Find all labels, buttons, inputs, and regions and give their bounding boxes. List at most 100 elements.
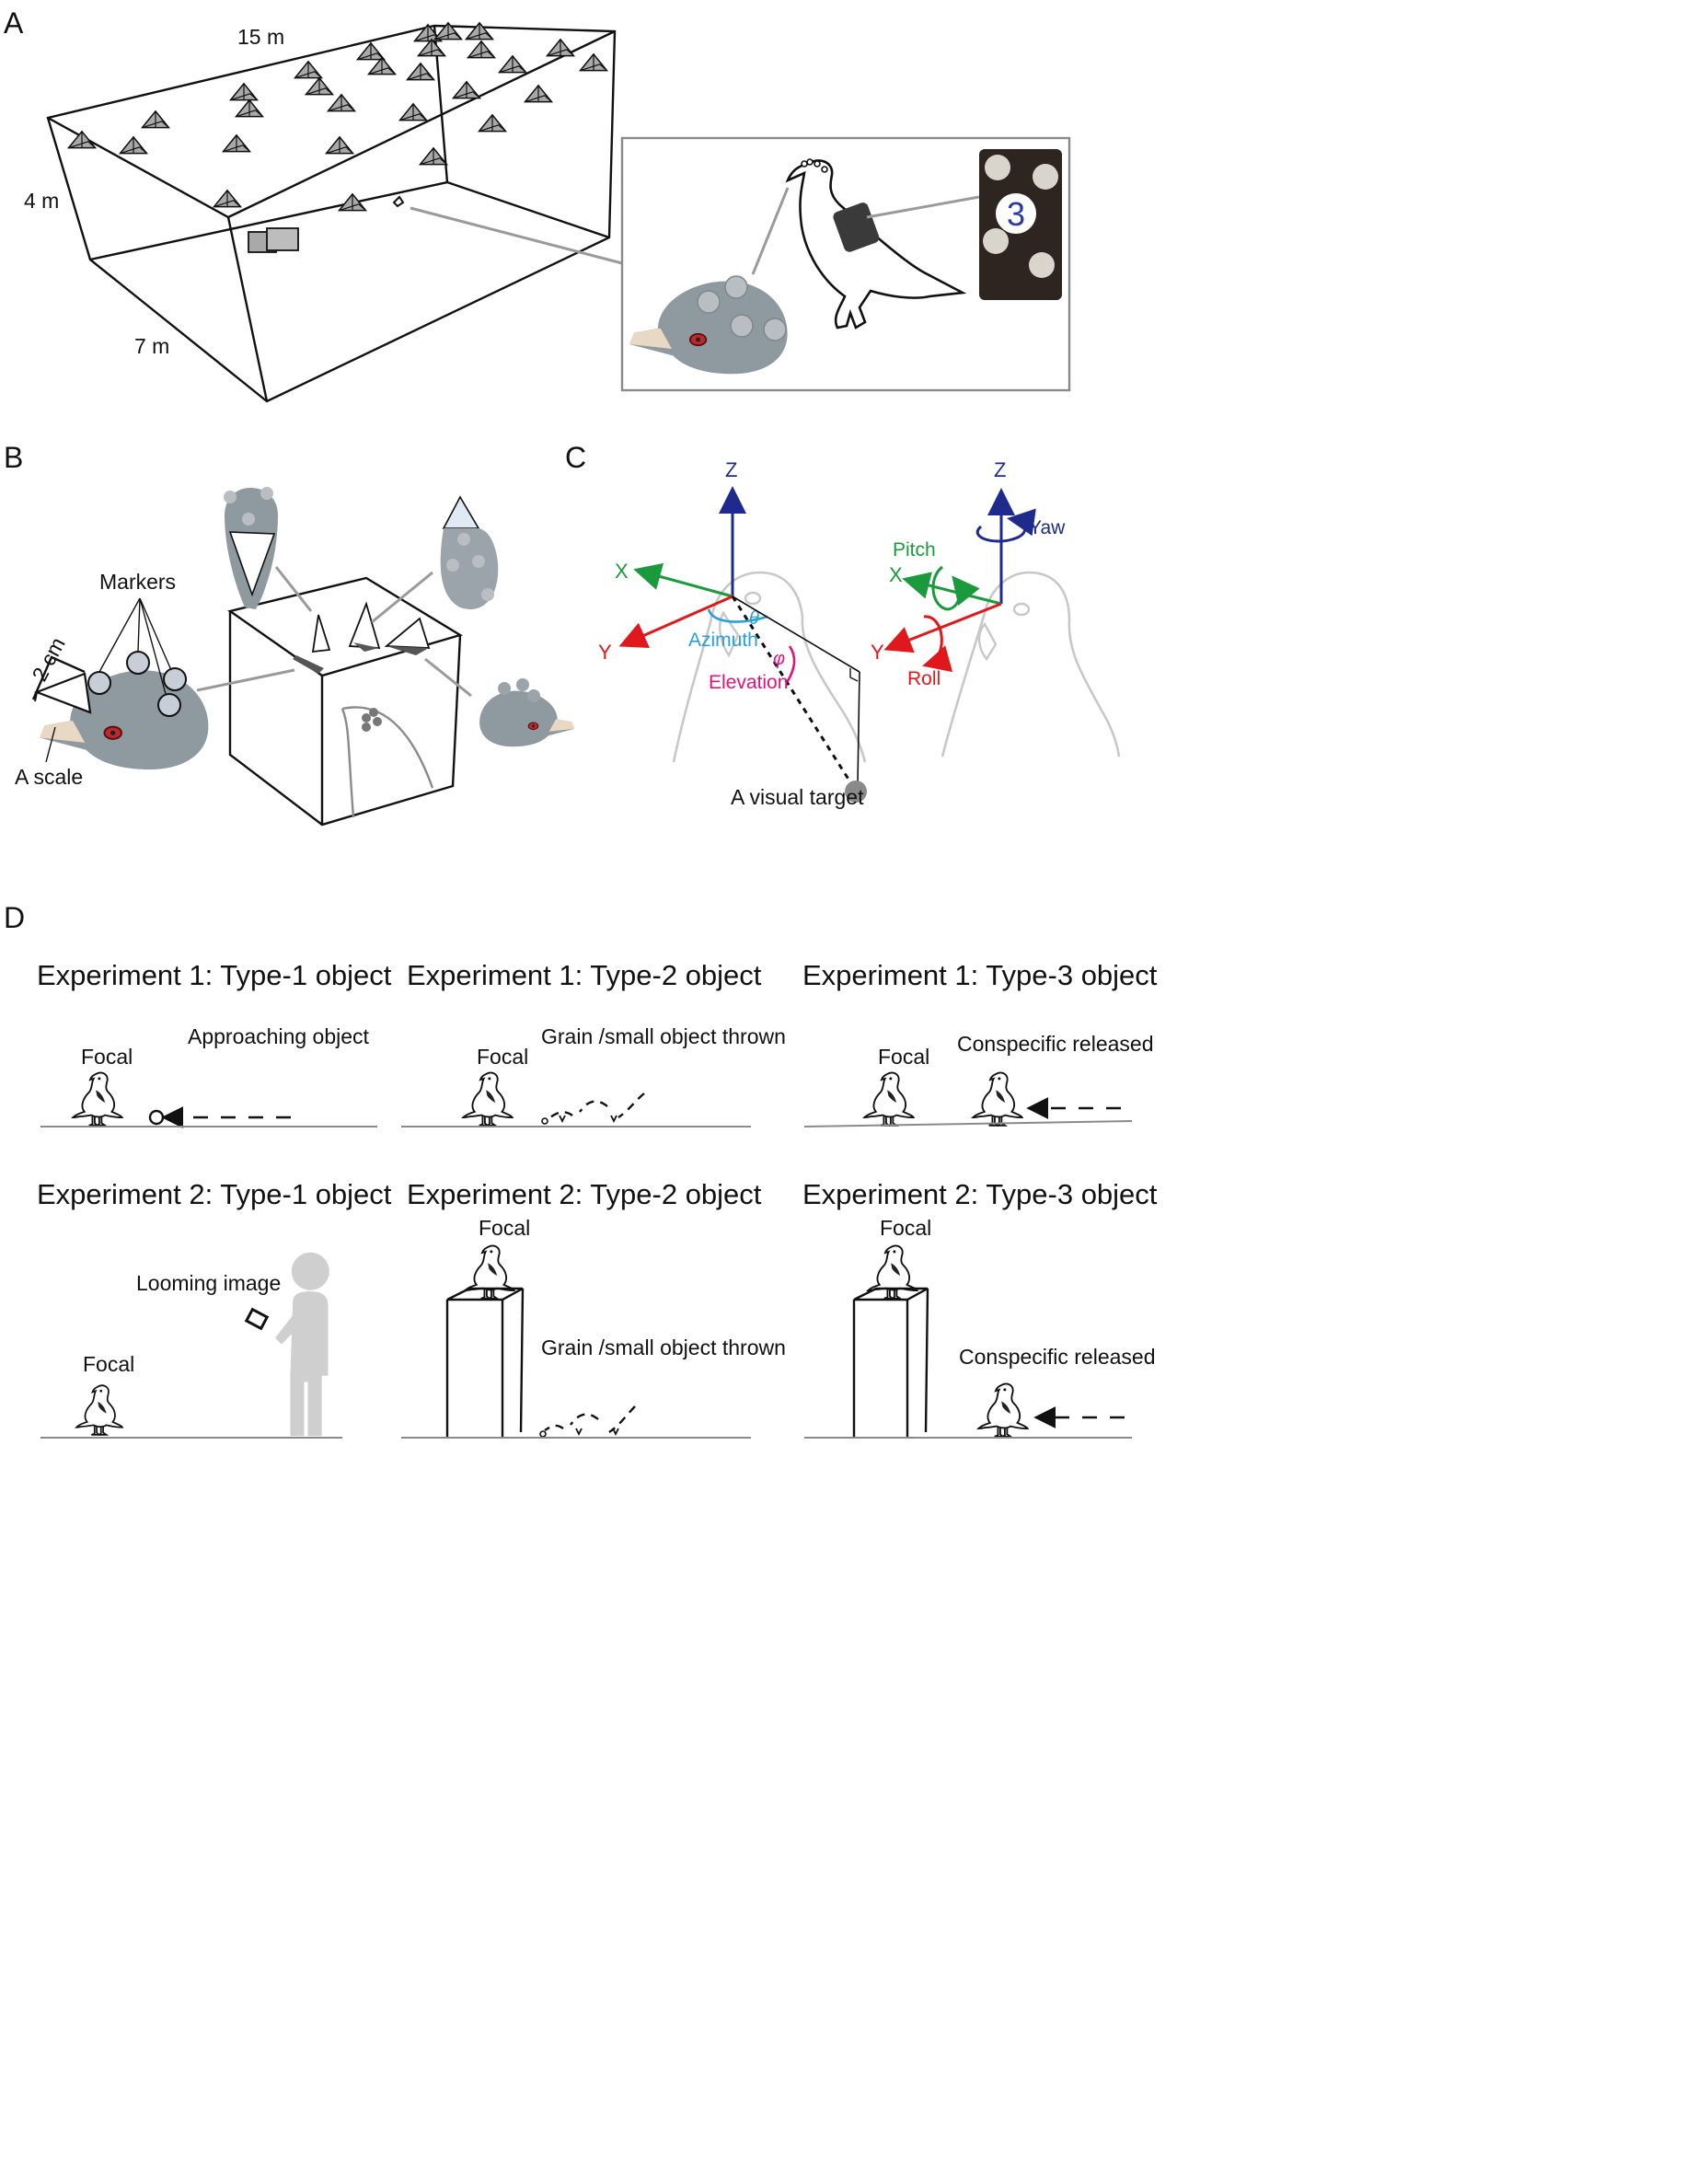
focal-label: Focal: [878, 1045, 929, 1069]
camera-icon: [546, 39, 575, 57]
stimulus-label: Grain /small object thrown: [541, 1024, 786, 1048]
dim-length-label: 15 m: [237, 25, 284, 49]
exp1-type2-title: Experiment 1: Type-2 object: [407, 959, 762, 991]
camera-icon: [579, 53, 608, 72]
yaw-rotation-arrow: [975, 508, 1036, 543]
callout-line: [410, 206, 623, 265]
panel-c: C Z X Y θ Azimuth φ Elevation A visual t…: [565, 441, 1121, 809]
pedestal: [445, 1287, 525, 1438]
grain-icon: [541, 1117, 548, 1125]
marker-number: 3: [1007, 195, 1025, 233]
callout-line: [274, 566, 313, 612]
pigeon-icon: [863, 1071, 915, 1127]
camera-icon: [294, 61, 323, 79]
azimuth-label: Azimuth: [688, 630, 758, 651]
camera-icon: [141, 110, 170, 129]
y-axis-right: [883, 602, 1002, 653]
x-axis-left: [633, 562, 733, 598]
camera-icon: [398, 103, 428, 121]
inset-box: 3: [620, 136, 1071, 392]
y-label-left: Y: [598, 641, 612, 664]
x-label-right: X: [889, 563, 903, 586]
head-marker-pyramid-icon: [293, 601, 431, 674]
arena-box: [46, 24, 617, 403]
focal-label: Focal: [477, 1045, 528, 1069]
x-label-left: X: [615, 560, 629, 583]
camera-icon: [67, 131, 97, 149]
bounce-path: [549, 1093, 645, 1118]
exp2-type1-scene: Looming image Focal: [40, 1252, 342, 1439]
focal-label: Focal: [81, 1045, 133, 1069]
callout-line: [866, 195, 980, 219]
focal-label: Focal: [880, 1216, 931, 1240]
target-label: A visual target: [731, 785, 864, 809]
exp2-type1-title: Experiment 2: Type-1 object: [37, 1178, 392, 1210]
phone-screen-icon: [244, 1307, 270, 1331]
camera-icon: [452, 81, 481, 99]
callout-line: [196, 668, 295, 692]
camera-icon: [478, 114, 507, 133]
exp2-type2-scene: Focal Grain /small object thrown: [401, 1216, 786, 1439]
panel-letter-c: C: [565, 441, 586, 474]
pitch-label: Pitch: [893, 539, 936, 561]
exp1-type3-scene: Focal Conspecific released: [803, 1032, 1154, 1127]
camera-icons: [67, 22, 608, 253]
camera-icon: [524, 85, 553, 103]
panel-b: B: [4, 441, 575, 827]
exp2-type3-scene: Focal Conspecific released: [804, 1216, 1156, 1439]
exp1-type2-scene: Focal Grain /small object thrown: [401, 1024, 786, 1127]
camera-icon: [338, 192, 367, 212]
stimulus-label: Grain /small object thrown: [541, 1336, 786, 1359]
focal-label: Focal: [479, 1216, 530, 1240]
camera-icon: [235, 99, 264, 118]
scale-bracket: [31, 655, 86, 700]
roll-label: Roll: [907, 668, 941, 689]
x-axis-right: [902, 572, 1002, 606]
stimulus-label: Conspecific released: [959, 1345, 1156, 1369]
panel-letter-d: D: [4, 901, 25, 934]
small-arena-box: [227, 576, 463, 827]
camera-icon: [498, 55, 527, 74]
exp1-type1-title: Experiment 1: Type-1 object: [37, 959, 392, 991]
gaze-dashed-line: [731, 596, 856, 789]
callout-line: [751, 187, 790, 275]
head-photo-right: [479, 678, 575, 747]
exp2-type2-title: Experiment 2: Type-2 object: [407, 1178, 762, 1210]
callout-line: [424, 657, 472, 698]
roll-rotation-arrow: [922, 615, 953, 673]
camera-icon: [465, 22, 494, 40]
approaching-object-icon: [148, 1109, 165, 1126]
tiny-pigeon-icon: [392, 195, 405, 208]
scale-label: A scale: [15, 765, 83, 789]
y-axis-left: [618, 595, 733, 649]
marker-leader-lines: [98, 597, 172, 695]
theta-label: θ: [749, 608, 759, 629]
scale-triangle: [33, 672, 92, 714]
pedestal: [852, 1287, 929, 1438]
markers-label: Markers: [99, 570, 176, 594]
z-label-left: Z: [725, 458, 737, 481]
stimulus-label: Conspecific released: [957, 1032, 1154, 1056]
head-photo-rear: [440, 495, 499, 609]
yaw-label: Yaw: [1029, 517, 1066, 538]
conspecific-pigeon-icon: [977, 1382, 1029, 1438]
callout-line: [371, 571, 433, 624]
pigeon-outline-icon: [785, 158, 967, 330]
pigeon-icon: [72, 1071, 123, 1127]
stimulus-label: Looming image: [136, 1271, 281, 1295]
exp2-type3-title: Experiment 2: Type-3 object: [802, 1178, 1158, 1210]
focal-label: Focal: [83, 1352, 134, 1376]
head-silhouette-left: [672, 571, 867, 763]
panel-d: D Experiment 1: Type-1 object Experiment…: [4, 901, 1158, 1439]
camera-icon: [222, 134, 251, 153]
head-silhouette-right: [941, 571, 1121, 757]
person-silhouette-icon: [275, 1252, 329, 1437]
vertical-drop-line: [857, 671, 860, 785]
dim-width-label: 7 m: [134, 334, 169, 358]
azimuth-arc: [707, 608, 768, 623]
bounce-path: [544, 1405, 636, 1433]
y-label-right: Y: [871, 641, 884, 664]
camera-icon: [356, 42, 386, 61]
camera-icon: [419, 147, 448, 166]
